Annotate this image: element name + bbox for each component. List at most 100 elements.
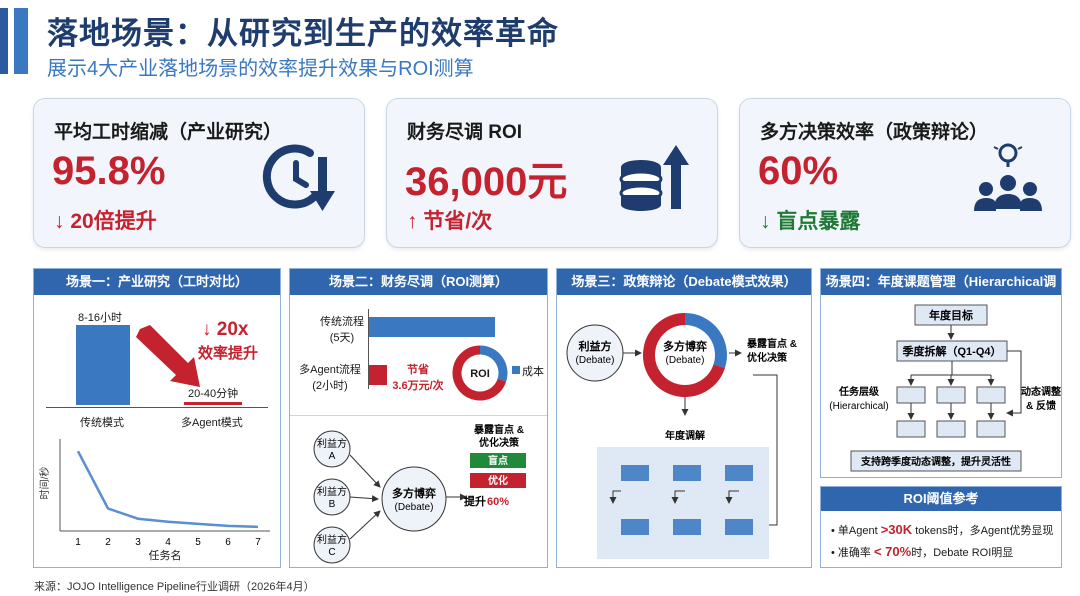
hierarchy-diagram: 年度目标 季度拆解（Q1-Q4） 任务层级 (Hierarchical) 动态调… xyxy=(829,304,1061,472)
row2-label: 多Agent流程 (2小时) xyxy=(292,361,368,393)
stake-c-2: C xyxy=(328,547,335,558)
kpi-title: 财务尽调 ROI xyxy=(407,122,523,143)
annual-label: 年度调解 xyxy=(665,429,705,442)
roi-title: ROI阈值参考 xyxy=(821,487,1061,511)
panel-title: 场景三：政策辩论（Debate模式效果） xyxy=(557,269,811,295)
out-2: 优化决策 xyxy=(479,436,520,449)
roi-donut: ROI xyxy=(452,345,508,401)
bar-value-agent: 20-40分钟 xyxy=(188,388,239,400)
panel-title: 场景四：年度课题管理（Hierarchical调整） xyxy=(821,269,1061,315)
top-node: 年度目标 xyxy=(929,308,973,322)
legend-label: 成本 xyxy=(522,366,544,378)
stake-2: (Debate) xyxy=(576,355,615,366)
roi-l2-post: 时，Debate ROI明显 xyxy=(911,547,1014,559)
hub-2: (Debate) xyxy=(666,355,705,366)
donut-slice-0 xyxy=(479,345,508,382)
kpi-value: 60% xyxy=(758,149,839,193)
roi-l2-pre: • 准确率 xyxy=(831,547,874,559)
x-tick-6: 6 xyxy=(225,537,231,548)
stake-a-2: A xyxy=(329,451,336,462)
row1-label: 传统流程 (5天) xyxy=(316,313,368,345)
donut-slice-1 xyxy=(643,313,725,397)
out-1: 暴露盲点 & xyxy=(473,423,524,436)
x-tick-3: 3 xyxy=(135,537,141,548)
page-title: 落地场景：从研究到生产的效率革命 xyxy=(47,16,559,51)
line-series xyxy=(76,450,259,529)
btn-optimize: 优化 xyxy=(488,474,508,487)
panel-finance: 场景二：财务尽调（ROI测算） 传统流程 (5天) 多Agent流程 (2小时)… xyxy=(289,268,548,568)
saving-1: 节省 xyxy=(407,364,429,376)
roi-l1-pre: • 单Agent xyxy=(831,525,881,537)
panel-annual: 场景四：年度课题管理（Hierarchical调整） 年度目标 季度拆解（Q1-… xyxy=(820,268,1062,478)
stake-1: 利益方 xyxy=(579,339,612,353)
kpi-title: 多方决策效率（政策辩论） xyxy=(760,122,989,143)
kpi-sub: ↑ 节省/次 xyxy=(407,210,493,233)
bar-agent xyxy=(369,365,387,385)
line-ylabel: 时间/秒 xyxy=(38,467,51,500)
saving-text: 节省 3.6万元/次 xyxy=(390,361,446,393)
lift-value: 60% xyxy=(487,496,509,508)
axis-line xyxy=(368,309,369,389)
stake-a-1: 利益方 xyxy=(317,437,347,450)
x-tick-2: 2 xyxy=(105,537,111,548)
stake-c-1: 利益方 xyxy=(317,533,347,546)
layer-2: (Hierarchical) xyxy=(829,401,888,412)
callout-efficiency: 效率提升 xyxy=(198,345,259,362)
stake-b-2: B xyxy=(329,499,336,510)
coins-up-arrow-icon xyxy=(619,145,689,211)
btn-blindspot: 盲点 xyxy=(488,454,508,467)
panel-divider xyxy=(290,415,547,416)
roi-l1-post: tokens时，多Agent优势显现 xyxy=(912,525,1054,537)
panel-title: 场景一：产业研究（工时对比） xyxy=(34,269,280,295)
roi-line-1: • 单Agent >30K tokens时，多Agent优势显现 xyxy=(831,522,1053,538)
hub-2: (Debate) xyxy=(395,502,434,513)
x-tick-7: 7 xyxy=(255,537,261,548)
kpi-card-policy: 多方决策效率（政策辩论） 60% ↓ 盲点暴露 xyxy=(739,98,1071,248)
row1-label-1: 传统流程 xyxy=(320,316,364,328)
bottom-node: 支持跨季度动态调整，提升灵活性 xyxy=(860,455,1011,468)
stake-b-1: 利益方 xyxy=(317,485,347,498)
bar-value-traditional: 8-16小时 xyxy=(78,312,123,324)
layer-1: 任务层级 xyxy=(838,385,880,398)
bar-baseline xyxy=(46,407,268,408)
donut-slice-1 xyxy=(452,345,507,401)
debate-ring xyxy=(643,313,727,397)
x-tick-1: 1 xyxy=(75,537,81,548)
kpi-card-research: 平均工时缩减（产业研究） 95.8% ↓ 20倍提升 xyxy=(33,98,365,248)
kpi-value: 36,000元 xyxy=(405,160,568,204)
kpi-value: 95.8% xyxy=(52,149,166,193)
out-2: 优化决策 xyxy=(747,351,788,364)
kpi-sub: ↓ 盲点暴露 xyxy=(760,210,861,233)
row2-label-1: 多Agent流程 xyxy=(299,364,361,376)
bar-label-traditional: 传统模式 xyxy=(80,417,124,429)
x-tick-5: 5 xyxy=(195,537,201,548)
dyn-2: & 反馈 xyxy=(1026,399,1056,412)
hub-1: 多方博弈 xyxy=(663,339,707,353)
team-idea-icon xyxy=(974,143,1042,211)
saving-2: 3.6万元/次 xyxy=(392,380,444,392)
debate-diagram: 利益方 A 利益方 B 利益方 C 多方博弈 (Debate) 暴露盲点 & 优… xyxy=(313,423,526,564)
hub-1: 多方博弈 xyxy=(392,486,436,500)
bar-agent xyxy=(184,401,242,405)
quarter-node: 季度拆解（Q1-Q4） xyxy=(901,344,1001,358)
bar-traditional xyxy=(369,317,495,337)
donut-center: ROI xyxy=(470,368,490,380)
kpi-title: 平均工时缩减（产业研究） xyxy=(54,122,283,143)
bar-label-agent: 多Agent模式 xyxy=(181,417,243,429)
panel-research: 场景一：产业研究（工时对比） 8-16小时 20-40分钟 传统模式 多Agen… xyxy=(33,268,281,568)
callout-20x: ↓ 20x xyxy=(202,319,249,340)
roi-line-2: • 准确率 < 70%时，Debate ROI明显 xyxy=(831,544,1013,560)
roi-l2-red: < 70% xyxy=(873,544,912,559)
panel-title: 场景二：财务尽调（ROI测算） xyxy=(290,269,547,295)
accent-bar xyxy=(14,8,28,74)
line-xlabel: 任务名 xyxy=(149,548,182,562)
down-arrow-icon xyxy=(136,325,200,387)
row2-label-2: (2小时) xyxy=(312,380,348,392)
legend-swatch xyxy=(512,366,520,374)
row1-label-2: (5天) xyxy=(329,332,355,344)
page-subtitle: 展示4大产业落地场景的效率提升效果与ROI测算 xyxy=(47,58,474,80)
panel-policy: 场景三：政策辩论（Debate模式效果） 利益方 (Debate) 多方博弈 (… xyxy=(556,268,812,568)
policy-diagram: 利益方 (Debate) 多方博弈 (Debate) 暴露盲点 & 优化决策 年… xyxy=(566,313,797,559)
roi-threshold-panel: ROI阈值参考 • 单Agent >30K tokens时，多Agent优势显现… xyxy=(820,486,1062,568)
